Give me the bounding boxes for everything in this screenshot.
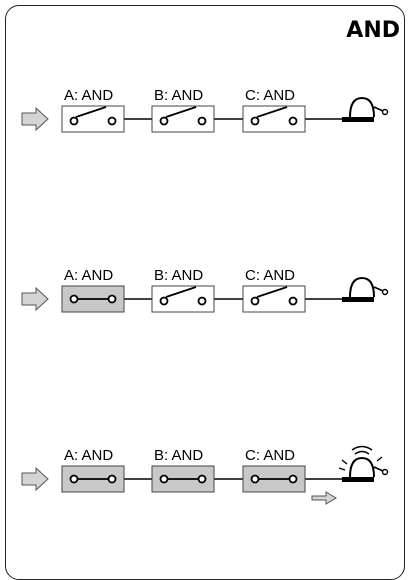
switch-contact [256, 106, 288, 118]
circuit-row-2: A: AND B: AND C: AND [21, 267, 389, 313]
bell-clapper [373, 106, 384, 112]
bell-dome [349, 96, 375, 118]
bell-base [342, 297, 374, 302]
switch-terminal [107, 294, 117, 304]
switch-terminal [107, 474, 117, 484]
switch-terminal [197, 296, 207, 306]
bell-dome [349, 456, 375, 478]
input-arrow-icon [21, 286, 49, 312]
switch-terminal [250, 116, 260, 126]
input-arrow-icon [21, 106, 49, 132]
bell-striker [381, 108, 389, 116]
switch-label: B: AND [154, 87, 203, 104]
switch-label: C: AND [245, 267, 295, 284]
switch-label: C: AND [245, 447, 295, 464]
switch-b: B: AND [151, 87, 215, 133]
bell-icon [342, 276, 389, 302]
switch-terminal [159, 474, 169, 484]
switch-terminal [69, 294, 79, 304]
input-arrow-icon [21, 466, 49, 492]
switch-terminal [288, 296, 298, 306]
bell-clapper [373, 286, 384, 292]
switch-label: A: AND [64, 267, 113, 284]
switch-c: C: AND [242, 267, 306, 313]
bell-striker [381, 468, 389, 476]
bell-striker [381, 288, 389, 296]
bell-icon [342, 456, 389, 482]
switch-c: C: AND [242, 87, 306, 133]
switch-terminal [250, 296, 260, 306]
switch-a: A: AND [61, 267, 125, 313]
switch-terminal [197, 116, 207, 126]
switch-terminal [69, 474, 79, 484]
switch-label: A: AND [64, 87, 113, 104]
page-title: AND [346, 18, 400, 43]
circuit-row-3: A: AND B: AND C: AND [21, 445, 389, 505]
switch-terminal [159, 116, 169, 126]
switch-terminal [197, 474, 207, 484]
bell-clapper [373, 466, 384, 472]
switch-label: A: AND [64, 447, 113, 464]
switch-a: A: AND [61, 447, 125, 493]
switch-b: B: AND [151, 267, 215, 313]
switch-terminal [159, 296, 169, 306]
bell-icon [342, 96, 389, 122]
switch-contact [165, 286, 197, 298]
bell-base [342, 117, 374, 122]
switch-a: A: AND [61, 87, 125, 133]
switch-terminal [69, 116, 79, 126]
switch-label: C: AND [245, 87, 295, 104]
switch-contact [75, 106, 107, 118]
bell-base [342, 477, 374, 482]
circuit-row-1: A: AND B: AND C: AND [21, 87, 389, 133]
switch-b: B: AND [151, 447, 215, 493]
switch-contact [165, 106, 197, 118]
switch-label: B: AND [154, 267, 203, 284]
switch-label: B: AND [154, 447, 203, 464]
switch-terminal [107, 116, 117, 126]
switch-terminal [288, 474, 298, 484]
switch-c: C: AND [242, 447, 306, 493]
switch-terminal [250, 474, 260, 484]
output-arrow-icon [311, 491, 337, 505]
bell-dome [349, 276, 375, 298]
switch-terminal [288, 116, 298, 126]
bell-ringing-waves-icon [338, 445, 383, 471]
switch-contact [256, 286, 288, 298]
